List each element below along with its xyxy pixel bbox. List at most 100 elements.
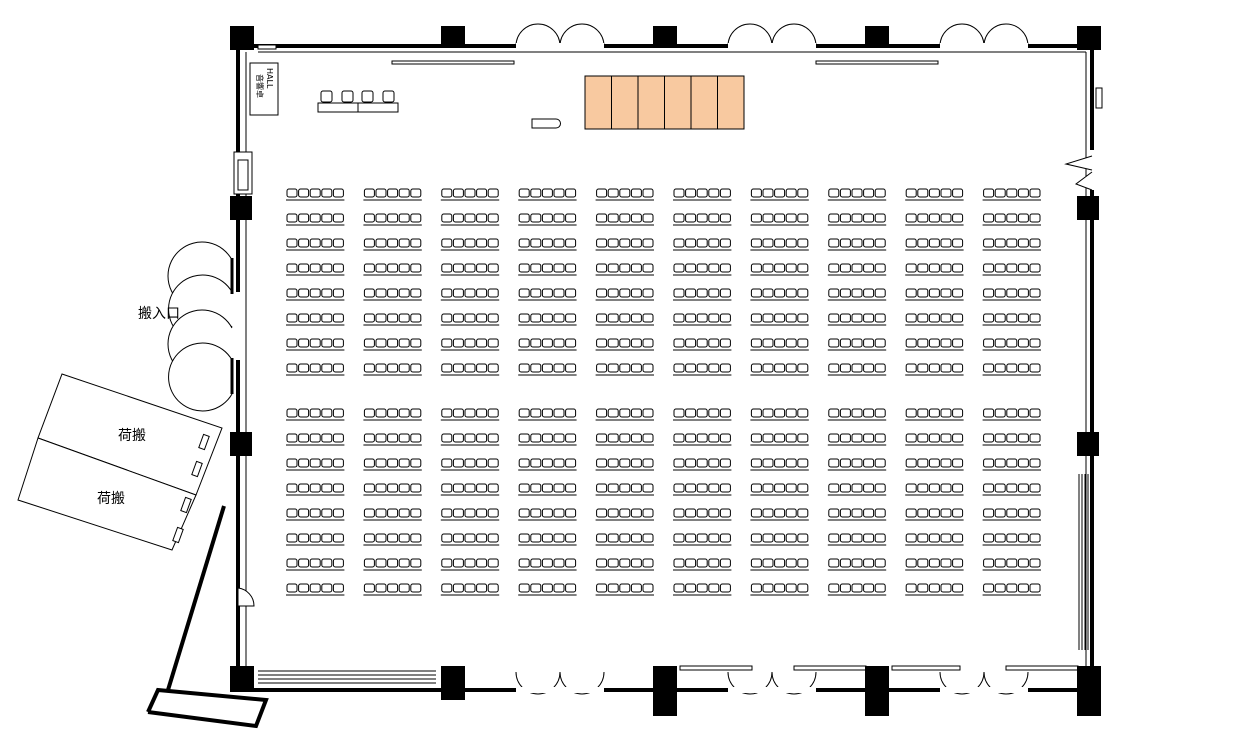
seat (785, 458, 797, 468)
seat (774, 408, 786, 418)
seat (1006, 558, 1018, 568)
seat (762, 508, 774, 518)
seat (452, 508, 464, 518)
seat (874, 288, 886, 298)
seat (596, 483, 608, 493)
seat (464, 263, 476, 273)
seat (607, 508, 619, 518)
seat (487, 313, 499, 323)
seat (410, 288, 422, 298)
seat (685, 263, 697, 273)
seat (363, 238, 375, 248)
seat (452, 583, 464, 593)
seat (309, 213, 321, 223)
seat (1017, 338, 1029, 348)
seat (874, 338, 886, 348)
seat (928, 583, 940, 593)
seat (375, 483, 387, 493)
seat (983, 238, 995, 248)
seat (696, 533, 708, 543)
seat (375, 213, 387, 223)
seat (828, 583, 840, 593)
seat (565, 483, 577, 493)
seat (387, 433, 399, 443)
seat (441, 483, 453, 493)
seat (309, 288, 321, 298)
seat (642, 263, 654, 273)
seat (839, 408, 851, 418)
seat (983, 288, 995, 298)
seat (410, 583, 422, 593)
seat (321, 433, 333, 443)
seat (673, 238, 685, 248)
loading-label-2: 荷搬 (97, 491, 125, 507)
seat (928, 188, 940, 198)
seat (905, 458, 917, 468)
seat (785, 338, 797, 348)
seat (797, 458, 809, 468)
seat (476, 313, 488, 323)
seat (630, 458, 642, 468)
seat (398, 288, 410, 298)
seat (774, 508, 786, 518)
seat (785, 508, 797, 518)
seat (774, 363, 786, 373)
seat (952, 458, 964, 468)
seat (321, 188, 333, 198)
seat (696, 188, 708, 198)
seat (708, 583, 720, 593)
seat (630, 313, 642, 323)
seat (750, 433, 762, 443)
seat (762, 533, 774, 543)
seat (464, 188, 476, 198)
seat (940, 288, 952, 298)
seat (398, 238, 410, 248)
seat (309, 433, 321, 443)
seat (387, 408, 399, 418)
seat (487, 408, 499, 418)
seat (363, 433, 375, 443)
seat (863, 238, 875, 248)
seat (441, 313, 453, 323)
seat (940, 188, 952, 198)
seat (983, 433, 995, 443)
seat (642, 213, 654, 223)
seat (410, 238, 422, 248)
seat (387, 288, 399, 298)
seat (851, 188, 863, 198)
seat (476, 508, 488, 518)
seat (387, 558, 399, 568)
seat (797, 213, 809, 223)
seat (309, 363, 321, 373)
seat (441, 583, 453, 593)
seat (905, 188, 917, 198)
seat (398, 558, 410, 568)
seat (410, 458, 422, 468)
seat (642, 408, 654, 418)
seat (321, 483, 333, 493)
seat (375, 313, 387, 323)
seat (441, 458, 453, 468)
seat (410, 338, 422, 348)
seat (917, 213, 929, 223)
seat (596, 533, 608, 543)
seat (309, 408, 321, 418)
seat (750, 188, 762, 198)
seat (1029, 213, 1041, 223)
seat (375, 583, 387, 593)
seat (630, 533, 642, 543)
seat (541, 583, 553, 593)
seat (541, 408, 553, 418)
seat (774, 213, 786, 223)
seat (607, 458, 619, 468)
seat (298, 508, 310, 518)
seat (719, 363, 731, 373)
seat (917, 263, 929, 273)
seat (476, 213, 488, 223)
seat (1006, 313, 1018, 323)
seat (630, 238, 642, 248)
podium (531, 118, 561, 129)
seat (797, 363, 809, 373)
seat (541, 558, 553, 568)
